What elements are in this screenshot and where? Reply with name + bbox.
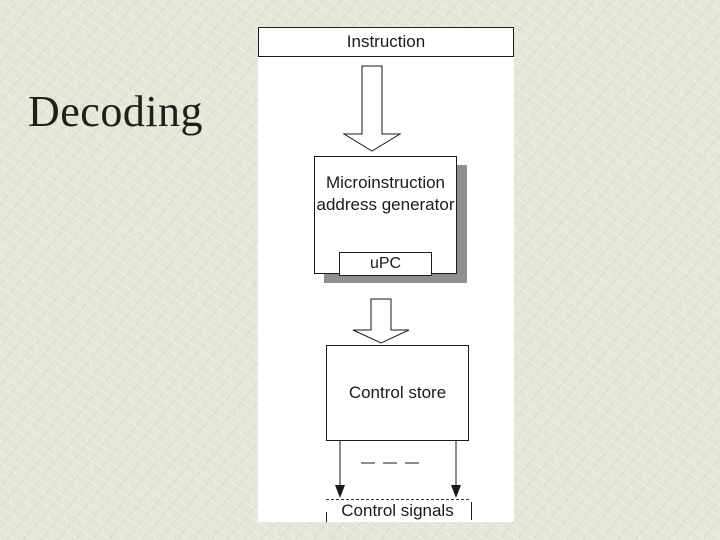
upc-register-box: uPC <box>339 252 432 276</box>
control-signal-right-arrowhead <box>451 485 461 498</box>
instruction-to-generator-arrow <box>342 65 402 152</box>
control-store-box: Control store <box>326 345 469 441</box>
instruction-box: Instruction <box>258 27 514 57</box>
diagram-panel: Instruction Microinstruction address gen… <box>258 27 514 522</box>
generator-label: Microinstruction address generator <box>316 173 455 214</box>
slide-title: Decoding <box>28 87 204 136</box>
control-signals-label: Control signals <box>326 499 472 522</box>
generator-to-control-store-arrow <box>352 298 410 344</box>
microinstruction-address-generator-box: Microinstruction address generator uPC <box>314 156 457 276</box>
diagram-arrows <box>335 65 461 498</box>
control-signal-left-arrowhead <box>335 485 345 498</box>
